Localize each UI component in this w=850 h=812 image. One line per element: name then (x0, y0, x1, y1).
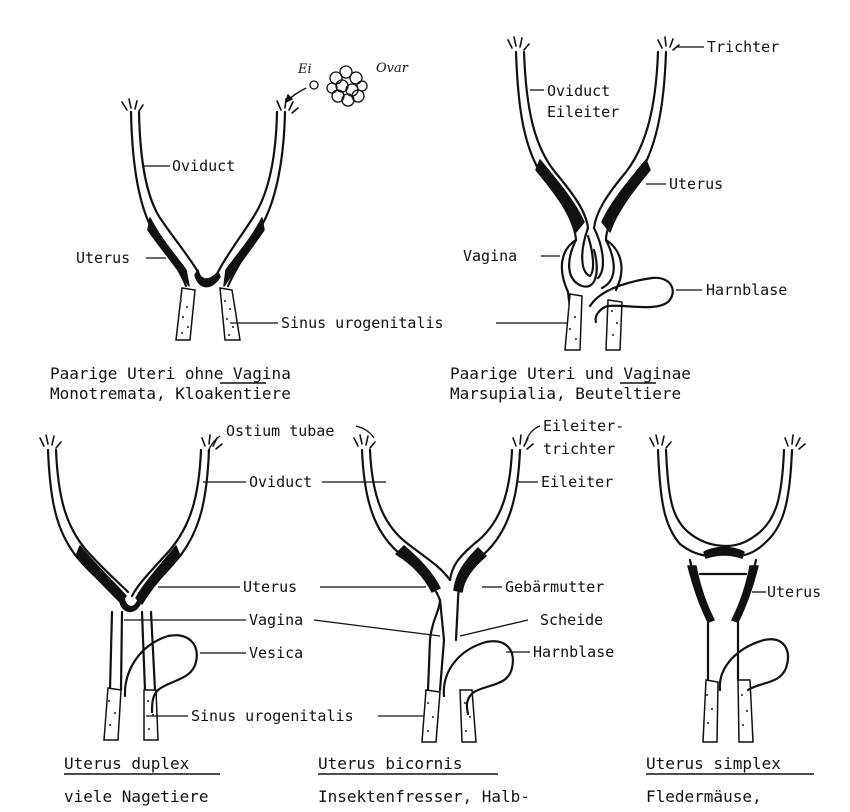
caption-uterus-bicornis: Uterus bicornis (318, 754, 463, 773)
label-vagina-bot: Vagina (249, 611, 303, 629)
label-ovar: Ovar (376, 61, 409, 76)
caption-bicornis-sub: Insektenfresser, Halb- (318, 787, 530, 806)
label-vesica: Vesica (249, 644, 303, 662)
diagram-uterus-bicornis: Eileiter Gebärmutter Scheide Harnblase O… (207, 417, 624, 743)
caption-top-left-line2: Monotremata, Kloakentiere (50, 384, 291, 403)
caption-uterus-duplex: Uterus duplex (64, 754, 190, 773)
label-eileiter-tr: Eileiter (547, 103, 619, 121)
ovary-icon (326, 65, 368, 107)
caption-simplex-sub: Fledermäuse, (646, 787, 762, 806)
diagram-monotremata: Ei Ovar Oviduct Uterus Sinus urogenitali… (76, 61, 572, 341)
label-uterus-tl: Uterus (76, 249, 130, 267)
diagram-uterus-simplex: Uterus (649, 434, 821, 743)
label-sinus-bot: Sinus urogenitalis (191, 707, 354, 725)
label-eileiter-bot: Eileiter (541, 473, 613, 491)
egg-icon (309, 80, 319, 90)
caption-top-right-line2: Marsupialia, Beuteltiere (450, 384, 681, 403)
label-uterus-simplex: Uterus (767, 583, 821, 601)
label-ostium-tubae: Ostium tubae (226, 422, 334, 440)
label-eileitertrichter-1: Eileiter- (543, 417, 624, 435)
label-scheide: Scheide (540, 611, 603, 629)
label-gebaermutter: Gebärmutter (505, 578, 604, 596)
caption-duplex-sub: viele Nagetiere (64, 787, 209, 806)
label-vagina-tr: Vagina (463, 247, 517, 265)
label-harnblase-bot: Harnblase (533, 643, 614, 661)
diagram-uterus-duplex: Oviduct Uterus Vagina Vesica Sinus uroge… (39, 434, 441, 741)
label-uterus-tr: Uterus (669, 175, 723, 193)
label-trichter: Trichter (707, 38, 779, 56)
label-uterus-bot: Uterus (243, 578, 297, 596)
label-oviduct-bot: Oviduct (249, 473, 312, 491)
label-ei: Ei (297, 62, 312, 77)
caption-uterus-simplex: Uterus simplex (646, 754, 781, 773)
caption-top-right-line1: Paarige Uteri und Vaginae (450, 364, 691, 383)
label-eileitertrichter-2: trichter (543, 440, 615, 458)
label-sinus-top: Sinus urogenitalis (281, 314, 444, 332)
label-oviduct-tl: Oviduct (172, 157, 235, 175)
diagram-marsupialia: Oviduct Eileiter Trichter Uterus Vagina … (463, 36, 787, 351)
label-oviduct-tr: Oviduct (547, 82, 610, 100)
label-harnblase-tr: Harnblase (706, 281, 787, 299)
caption-top-left-line1: Paarige Uteri ohne Vagina (50, 364, 291, 383)
